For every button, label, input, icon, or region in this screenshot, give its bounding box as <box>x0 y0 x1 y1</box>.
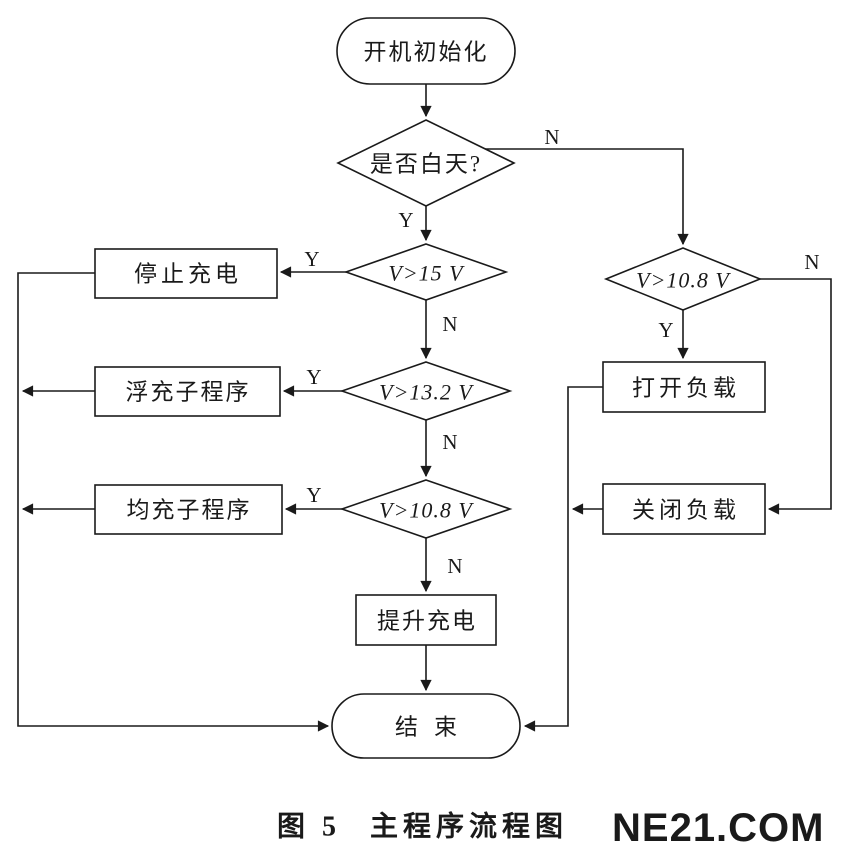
process-equal-charge-label: 均充子程序 <box>127 498 252 523</box>
branch-label-v108r-n: N <box>804 250 819 274</box>
decision-v-gt-10-8-right-label: V>10.8 V <box>636 268 731 293</box>
branch-label-daytime-y: Y <box>398 208 413 232</box>
decision-v-gt-15-shape <box>343 243 509 301</box>
branch-label-v132-n: N <box>442 430 457 454</box>
branch-label-v108-n: N <box>447 554 462 578</box>
node-decision-is-daytime: 是否白天? <box>336 119 516 207</box>
connector-open-to-end <box>523 386 603 732</box>
end-terminator-label: 结束 <box>395 715 473 740</box>
node-process-boost-charge: 提升充电 <box>355 594 497 646</box>
figure-title: 主程序流程图 <box>370 810 568 843</box>
node-decision-v-gt-15: V>15 V <box>343 243 509 301</box>
branch-label-v108-y: Y <box>306 483 321 507</box>
process-stop-charging-shape <box>94 248 278 299</box>
decision-v-gt-10-8-left-label: V>10.8 V <box>379 498 474 523</box>
node-decision-v-gt-10-8-left: V>10.8 V <box>339 479 513 539</box>
connector-daytime-no-right <box>485 148 689 246</box>
node-process-float-charge: 浮充子程序 <box>94 366 281 417</box>
connector-v108r-no-right <box>760 278 832 515</box>
decision-is-daytime-label: 是否白天? <box>370 152 482 177</box>
node-end-terminator: 结束 <box>331 693 521 759</box>
process-boost-charge-label: 提升充电 <box>377 609 477 634</box>
process-open-load-label: 打开负载 <box>632 376 740 401</box>
decision-v-gt-10-8-left-shape <box>339 479 513 539</box>
process-stop-charging-label: 停止充电 <box>134 262 242 287</box>
decision-v-gt-10-8-right-shape <box>603 247 763 311</box>
process-close-load-label: 关闭负载 <box>632 498 740 523</box>
process-equal-charge-shape <box>94 484 283 535</box>
branch-label-v108r-y: Y <box>658 318 673 342</box>
watermark-logo: NE21.COM <box>612 806 825 850</box>
decision-is-daytime-shape <box>336 119 516 207</box>
figure-number: 图 5 <box>277 812 341 843</box>
node-process-open-load: 打开负载 <box>602 361 766 413</box>
process-close-load-shape <box>602 483 766 535</box>
node-process-equal-charge: 均充子程序 <box>94 484 283 535</box>
branch-label-v15-n: N <box>442 312 457 336</box>
node-process-stop-charging: 停止充电 <box>94 248 278 299</box>
branch-label-v132-y: Y <box>306 365 321 389</box>
process-float-charge-label: 浮充子程序 <box>126 380 251 405</box>
start-terminator-shape <box>336 17 516 85</box>
process-float-charge-shape <box>94 366 281 417</box>
end-terminator-shape <box>331 693 521 759</box>
connector-stop-to-end <box>17 272 330 732</box>
branch-label-daytime-n: N <box>544 125 559 149</box>
node-decision-v-gt-10-8-right: V>10.8 V <box>603 247 763 311</box>
decision-v-gt-15-label: V>15 V <box>388 261 465 286</box>
process-open-load-shape <box>602 361 766 413</box>
decision-v-gt-13-2-shape <box>339 361 513 421</box>
node-decision-v-gt-13-2: V>13.2 V <box>339 361 513 421</box>
process-boost-charge-shape <box>355 594 497 646</box>
start-terminator-label: 开机初始化 <box>364 40 489 65</box>
node-process-close-load: 关闭负载 <box>602 483 766 535</box>
node-start-terminator: 开机初始化 <box>336 17 516 85</box>
decision-v-gt-13-2-label: V>13.2 V <box>379 380 474 405</box>
branch-label-v15-y: Y <box>304 247 319 271</box>
